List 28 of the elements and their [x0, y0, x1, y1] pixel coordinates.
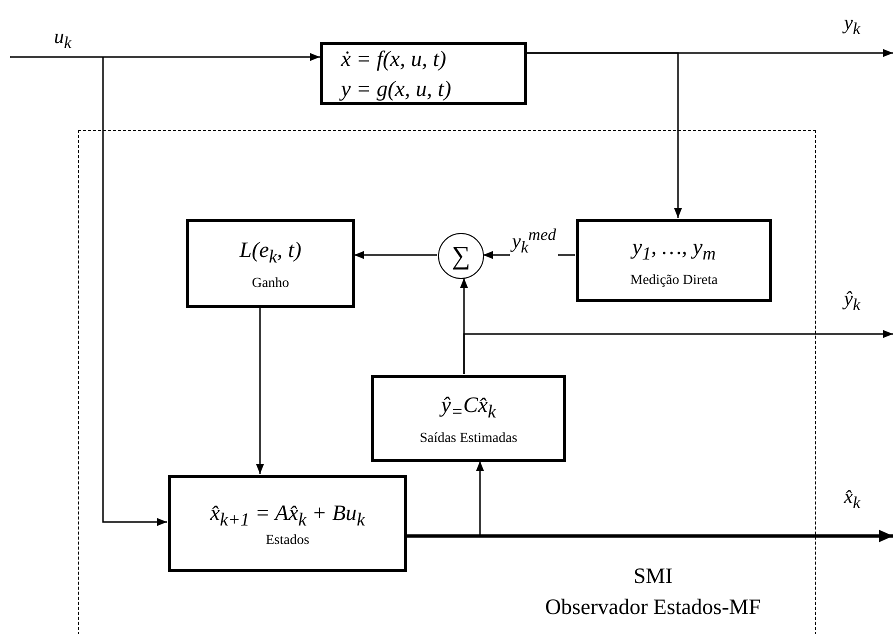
arrow	[354, 251, 437, 259]
block-caption: Ganho	[252, 276, 290, 292]
group-title: Observador Estados-MF	[545, 592, 761, 621]
arrow	[10, 53, 320, 61]
arrow	[406, 530, 893, 542]
equation: x̂$_{k+1}$ = Ax̂$_{k}$ + Bu$_{k}$	[210, 499, 365, 532]
arrow	[463, 330, 893, 374]
output-block	[371, 375, 566, 462]
arrow	[102, 57, 167, 526]
plant-block	[320, 42, 527, 105]
equation: y$_{1}$, …, y$_{m}$	[632, 233, 716, 266]
block-caption: Medição Direta	[630, 272, 718, 289]
block-caption: Estados	[266, 532, 310, 549]
gain-block	[186, 219, 355, 308]
equation: ŷ$_{=}$Cx̂$_{k}$	[441, 391, 496, 424]
equation: L(e$_{k}$, t)	[240, 236, 302, 269]
observer-boundary	[78, 130, 816, 634]
arrow	[256, 307, 264, 474]
state-block	[168, 475, 407, 572]
arrow	[527, 52, 682, 218]
arrow	[406, 461, 484, 537]
measurement-block	[576, 219, 772, 302]
group-title: SMI	[633, 562, 673, 590]
summing-junction	[438, 233, 484, 279]
equation: y = g(x, u, t)	[341, 74, 452, 103]
block-caption: Saídas Estimadas	[420, 430, 518, 447]
sum-symbol: ∑	[452, 243, 470, 269]
equation: ẋ = f(x, u, t)	[341, 44, 446, 73]
